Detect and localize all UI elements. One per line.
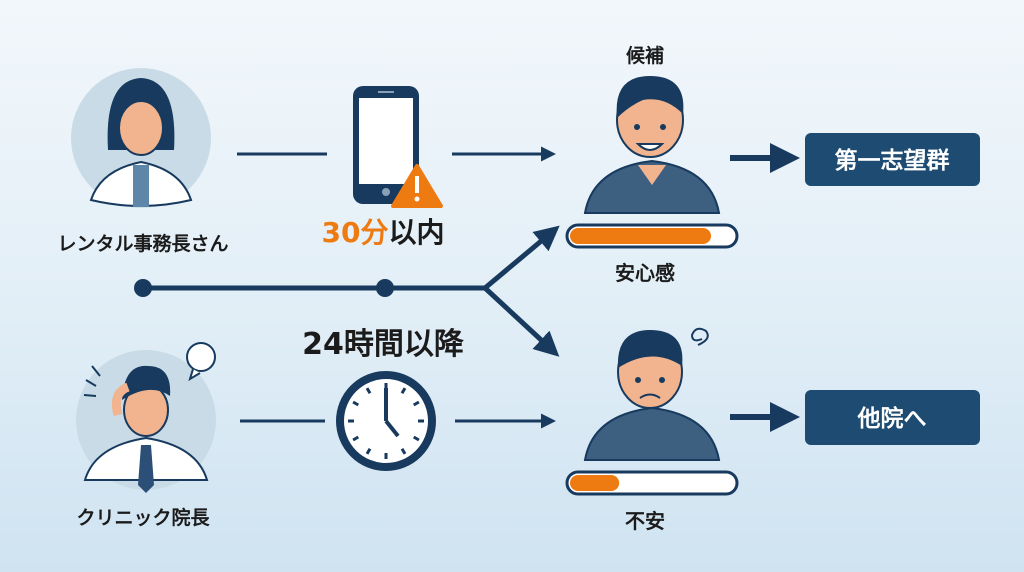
other-clinic-box (805, 390, 980, 445)
fast-response-label: 30分以内 (322, 216, 445, 249)
happy-candidate-avatar (583, 76, 721, 214)
clock-tick (365, 387, 372, 395)
reassurance-meter-fill (570, 228, 712, 244)
smartphone-icon (353, 86, 419, 204)
anxiety-label: 不安 (625, 509, 665, 533)
timeline (134, 225, 560, 357)
anxious-candidate-avatar (583, 327, 721, 461)
candidate-label: 候補 (626, 44, 664, 67)
clock-tick (412, 400, 420, 407)
office-manager-avatar (71, 68, 211, 208)
clock-tick (400, 387, 407, 395)
clock-tick (365, 447, 372, 455)
clock-icon (336, 371, 436, 471)
stress-swirl-icon (690, 327, 709, 346)
clock-tick (352, 435, 360, 442)
clinic-director-label: クリニック院長 (76, 506, 210, 529)
warning-icon (391, 164, 443, 208)
clock-tick (352, 400, 360, 407)
office-manager-label: レンタル事務長さん (57, 232, 228, 255)
anxiety-meter-fill (570, 475, 620, 491)
reassurance-label: 安心感 (615, 261, 675, 285)
worried-speech-bubble-icon (188, 368, 201, 382)
clock-tick (412, 435, 420, 442)
slow-response-label: 24時間以降 (302, 327, 465, 362)
first-choice-box (805, 133, 980, 186)
clinic-director-avatar (76, 342, 216, 493)
first-choice-label: 第一志望群 (835, 147, 950, 174)
reassurance-meter (565, 223, 739, 249)
other-clinic-label: 他院へ (857, 405, 927, 432)
clock-tick (400, 447, 407, 455)
anxiety-meter (565, 470, 739, 496)
